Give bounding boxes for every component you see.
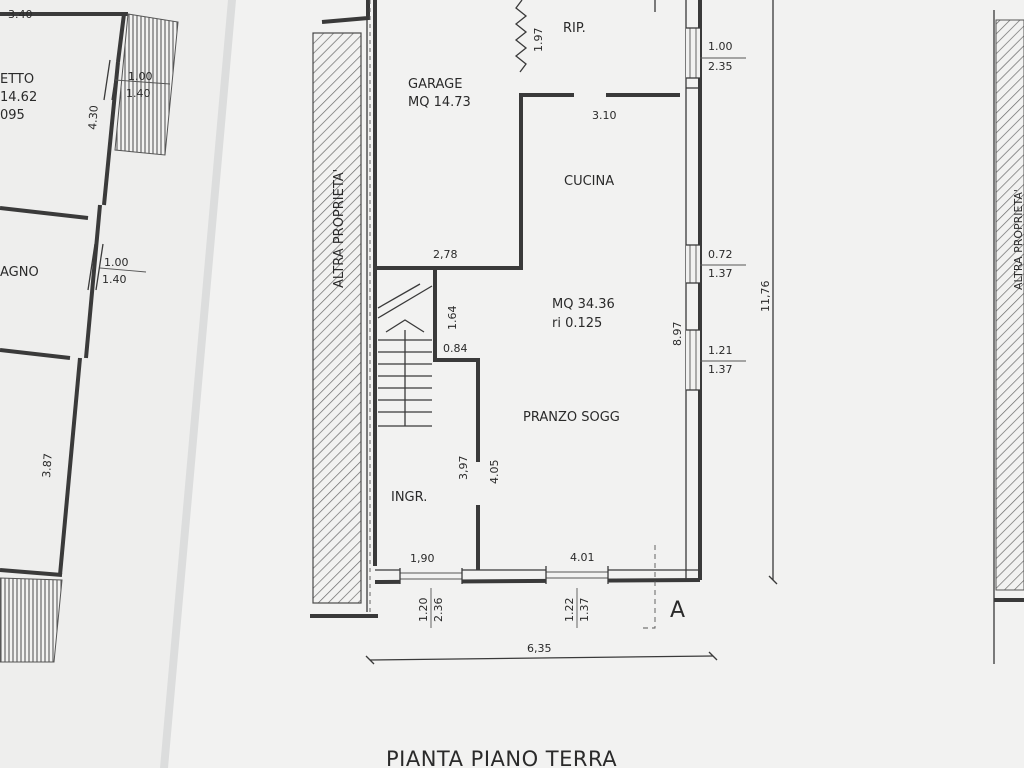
dim-1-64: 1.64 [446,306,459,331]
window-mid-height: 1.37 [708,267,733,280]
left-room-b-label: AGNO [0,265,39,280]
window-low-height: 1.37 [708,363,733,376]
section-marker-a: A [670,598,685,623]
left-bottom-hatch [0,577,63,663]
garage-area: MQ 14.73 [408,95,471,110]
left-page-plan: 3.40 ETTO 14.62 095 4.30 1.00 1.40 AGNO … [0,8,179,663]
door-right-width: 1.22 [563,598,576,623]
left-room-area: 14.62 [0,90,37,105]
section-line [640,545,656,629]
left-dim-3-87: 3.87 [40,453,55,478]
cucina-label: CUCINA [564,174,614,189]
dim-11-76: 11,76 [759,281,772,313]
left-win-b-2: 1.40 [102,273,127,286]
dim-1-90: 1,90 [410,552,435,565]
door-left-width: 1.20 [417,598,430,623]
window-mid-width: 0.72 [708,248,733,261]
staircase [377,283,433,426]
dim-0-84: 0.84 [443,342,468,355]
right-page-fragment: ALTRA PROPRIETA' [993,10,1024,664]
left-win-a-1: 1.00 [128,70,153,83]
page-fold [160,0,236,768]
left-room-label: ETTO [0,72,34,87]
left-dim-4-30: 4.30 [86,105,101,130]
zigzag-symbol [514,0,528,73]
dim-1-97: 1.97 [532,28,545,53]
left-win-b-1: 1.00 [104,256,129,269]
window-top-width: 1.00 [708,40,733,53]
left-stair-hatch [114,13,179,156]
dim-4-05: 4.05 [488,460,501,485]
dim-2-78: 2,78 [433,248,458,261]
door-left-height: 2.36 [432,598,445,623]
dim-3-10: 3.10 [592,109,617,122]
window-top-height: 2.35 [708,60,733,73]
pranzo-soggiorno-label: PRANZO SOGG [523,410,620,425]
left-win-a-2: 1.40 [126,87,151,100]
living-ratio: ri 0.125 [552,316,602,331]
left-dim-3-40: 3.40 [8,8,33,21]
main-plan: ALTRA PROPRIETA' [310,0,778,768]
right-neighbor-label: ALTRA PROPRIETA' [1012,189,1024,290]
dim-8-97: 8.97 [671,322,684,347]
living-area: MQ 34.36 [552,297,615,312]
left-room-extra: 095 [0,108,25,123]
dim-3-97: 3,97 [457,456,470,481]
dim-4-01: 4.01 [570,551,595,564]
neighbor-property-label: ALTRA PROPRIETA' [332,169,347,288]
plan-title: PIANTA PIANO TERRA [386,747,617,768]
right-neighbor-hatch [995,19,1024,591]
garage-partition [375,93,574,270]
rip-label: RIP. [563,21,586,36]
stair-enclosure [375,266,480,462]
ingresso-label: INGR. [391,490,427,505]
window-low-width: 1.21 [708,344,733,357]
neighbor-property-hatch [312,32,362,604]
door-right-height: 1.37 [578,598,591,623]
dim-line-6-35 [369,655,714,661]
garage-label: GARAGE [408,77,462,92]
dim-6-35: 6,35 [527,642,552,655]
